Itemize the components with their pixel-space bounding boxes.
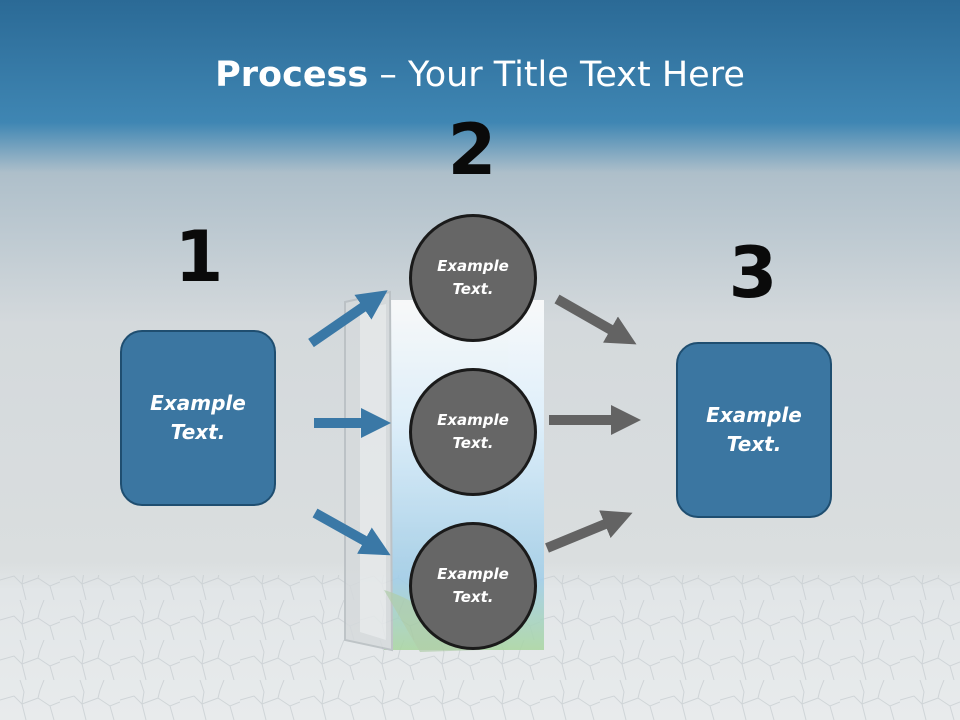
arrow-2a-to-3 [554,294,637,345]
step-3-box: Example Text. [676,342,832,518]
step-2-circle-bottom-text: Example Text. [437,565,509,606]
step-2-circle-top: Example Text. [409,214,537,342]
step-1-text: Example Text. [150,391,246,444]
arrow-1-to-2c [312,508,391,556]
step-2-circle-middle-text: Example Text. [437,411,509,452]
title-strong: Process [215,55,369,95]
arrow-2c-to-3 [545,510,633,553]
step-2-circle-middle: Example Text. [409,368,537,496]
step-2-circle-bottom: Example Text. [409,522,537,650]
slide-title: Process – Your Title Text Here [0,52,960,98]
arrow-1-to-2a [308,290,388,348]
step-1-box: Example Text. [120,330,276,506]
step-2-number: 2 [447,109,497,191]
title-rest: – Your Title Text Here [368,55,745,95]
step-1-number: 1 [174,216,224,298]
step-3-number: 3 [728,232,778,314]
step-3-text: Example Text. [706,403,802,456]
step-2-circle-top-text: Example Text. [437,257,509,298]
